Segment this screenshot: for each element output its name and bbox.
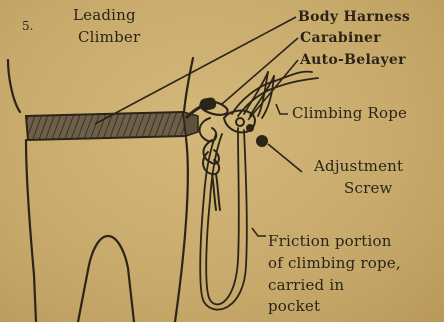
label-friction-line2: of climbing rope, (268, 256, 401, 271)
label-friction-line1: Friction portion (268, 234, 392, 249)
carabiner-shape (199, 97, 229, 118)
label-body-harness: Body Harness (298, 10, 410, 24)
adjustment-screw (257, 136, 267, 146)
body-harness-band (26, 112, 198, 140)
figure-number: 5. (22, 20, 33, 32)
label-carabiner: Carabiner (300, 31, 381, 45)
friction-rope-loop (200, 128, 247, 310)
label-auto-belayer: Auto-Belayer (300, 53, 406, 67)
climber-body-outline (8, 58, 193, 322)
label-friction-line3: carried in (268, 278, 344, 293)
label-friction-line4: pocket (268, 299, 320, 314)
label-climbing-rope: Climbing Rope (292, 106, 407, 121)
label-adjustment-screw-line1: Adjustment (314, 159, 403, 174)
label-leading-climber-line2: Climber (78, 30, 140, 45)
label-adjustment-screw-line2: Screw (344, 181, 393, 196)
label-leading-climber-line1: Leading (73, 8, 136, 23)
auto-belayer-device (224, 111, 267, 146)
